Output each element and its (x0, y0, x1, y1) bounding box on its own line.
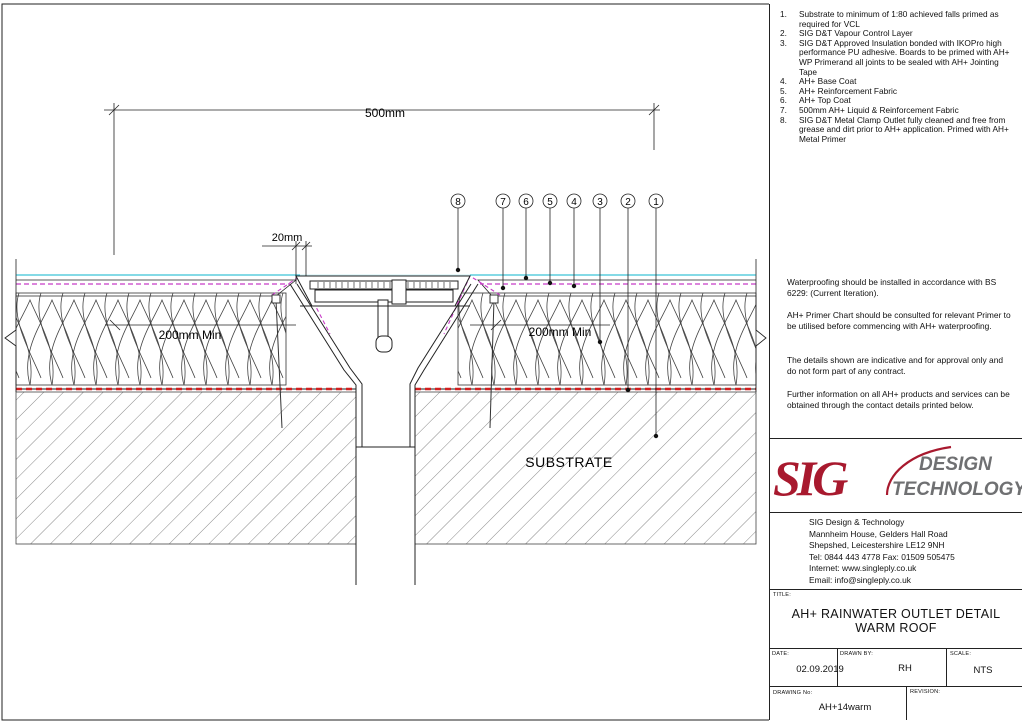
insulation-left (15, 292, 287, 386)
note-text: 500mm AH+ Liquid & Reinforcement Fabric (799, 104, 959, 115)
callout-number: 3 (597, 197, 603, 208)
callout-8: 8 (450, 193, 466, 273)
info-further: Further information on all AH+ products … (787, 389, 1010, 410)
note-number: 8. (780, 114, 787, 125)
drawing-border (1, 3, 769, 721)
drawn-by-label: DRAWN BY: (840, 651, 873, 657)
date-label: DATE: (772, 651, 790, 657)
note-text: SIG D&T Metal Clamp Outlet fully cleaned… (799, 114, 1009, 144)
insulation-right (457, 292, 757, 386)
divider-drawn-scale (946, 648, 947, 686)
info-bs6229: Waterproofing should be installed in acc… (787, 277, 997, 298)
drawing-no-value: AH+14warm (818, 702, 872, 713)
callout-4: 4 (566, 193, 582, 289)
note-number: 2. (780, 28, 787, 39)
scale-label: SCALE: (950, 651, 972, 657)
callout-number: 1 (653, 197, 659, 208)
note-item: 1. Substrate to minimum of 1:80 achieved … (780, 9, 1018, 29)
divider-date-drawn (837, 648, 838, 686)
substrate-right (414, 391, 757, 545)
divider-logo-top (769, 438, 1022, 439)
callout-markers: 8 7 6 5 4 3 2 1 (450, 193, 664, 439)
substrate-left (15, 391, 357, 545)
note-item: 6. AH+ Top Coat (780, 96, 1018, 106)
callout-number: 8 (455, 197, 461, 208)
dimension-200mm-left: 200mm Min (159, 328, 222, 342)
callout-1: 1 (648, 193, 664, 439)
logo-sig-text: SIG (773, 450, 848, 506)
drawing-title: AH+ RAINWATER OUTLET DETAIL WARM ROOF (772, 607, 1020, 635)
address-line-3: Shepshed, Leicestershire LE12 9NH (809, 540, 945, 551)
title-block-panel (769, 4, 1022, 720)
callout-7: 7 (495, 193, 511, 291)
note-number: 6. (780, 95, 787, 106)
sig-logo: SIG DESIGN TECHNOLOGY (773, 445, 1022, 506)
scale-value: NTS (973, 665, 993, 676)
note-text: SIG D&T Vapour Control Layer (799, 28, 913, 39)
address-line-1: SIG Design & Technology (809, 517, 905, 527)
info-primer-chart: AH+ Primer Chart should be consulted for… (787, 310, 1011, 331)
divider-date (769, 648, 1022, 649)
callout-number: 5 (547, 197, 553, 208)
revision-label: REVISION: (910, 689, 941, 695)
callout-number: 7 (500, 197, 506, 208)
callout-number: 2 (625, 197, 631, 208)
note-text: AH+ Reinforcement Fabric (799, 85, 897, 96)
address-line-4: Tel: 0844 443 4778 Fax: 01509 505475 (809, 551, 955, 562)
company-address: SIG Design & Technology Mannheim House, … (809, 517, 955, 587)
dimension-20mm: 20mm (272, 232, 303, 244)
date-value: 02.09.2019 (796, 664, 844, 675)
title-line-2: WARM ROOF (855, 621, 937, 635)
note-text: Substrate to minimum of 1:80 achieved fa… (799, 9, 999, 29)
divider-drawing-no (769, 686, 1022, 687)
dimension-200mm-right: 200mm Min (529, 325, 592, 339)
divider-drawno-revision (906, 686, 907, 720)
callout-2: 2 (620, 193, 636, 393)
dimension-500mm: 500mm (365, 106, 405, 120)
callout-5: 5 (542, 193, 558, 286)
drawn-by-value: RH (898, 663, 912, 674)
note-item: 3. SIG D&T Approved Insulation bonded wit… (780, 37, 1018, 77)
note-number: 3. (780, 37, 787, 48)
note-text: AH+ Top Coat (799, 95, 851, 106)
note-number: 1. (780, 9, 787, 19)
drawing-no-label: DRAWING No: (773, 690, 813, 696)
note-text: SIG D&T Approved Insulation bonded with … (799, 37, 1010, 77)
rainwater-outlet (289, 275, 479, 585)
address-line-6: Email: info@singleply.co.uk (809, 574, 911, 585)
title-label: TITLE: (773, 592, 791, 598)
waterproofing-layers (15, 259, 757, 335)
substrate-label: SUBSTRATE (525, 454, 612, 470)
notes-list: 1. Substrate to minimum of 1:80 achieved … (780, 9, 1018, 145)
title-line-1: AH+ RAINWATER OUTLET DETAIL (791, 607, 1001, 621)
address-line-5: Internet: www.singleply.co.uk (809, 563, 917, 574)
callout-3: 3 (592, 193, 608, 345)
logo-design-text: DESIGN (919, 454, 993, 475)
note-item: 2. SIG D&T Vapour Control Layer (780, 29, 1018, 39)
note-item: 4. AH+ Base Coat (780, 77, 1018, 87)
note-number: 7. (780, 104, 787, 115)
note-item: 5. AH+ Reinforcement Fabric (780, 85, 1018, 97)
note-number: 5. (780, 85, 787, 96)
fixings (271, 294, 499, 429)
address-line-2: Mannheim House, Gelders Hall Road (809, 528, 948, 539)
note-item: 7. 500mm AH+ Liquid & Reinforcement Fabri… (780, 104, 1018, 116)
section-drawing: 500mm 20mm 200mm Min 200mm Min SUBSTRATE… (1, 3, 769, 721)
divider-logo-bottom (769, 512, 1022, 513)
note-number: 4. (780, 76, 787, 87)
info-indicative: The details shown are indicative and for… (787, 355, 1004, 376)
callout-6: 6 (518, 193, 534, 281)
note-item: 8. SIG D&T Metal Clamp Outlet fully clean… (780, 114, 1018, 145)
callout-number: 4 (571, 197, 577, 208)
note-text: AH+ Base Coat (799, 76, 857, 87)
break-lines (4, 296, 767, 392)
callout-number: 6 (523, 197, 529, 208)
logo-technology-text: TECHNOLOGY (892, 479, 1022, 500)
divider-title (769, 589, 1022, 590)
dimension-lines (104, 103, 660, 331)
